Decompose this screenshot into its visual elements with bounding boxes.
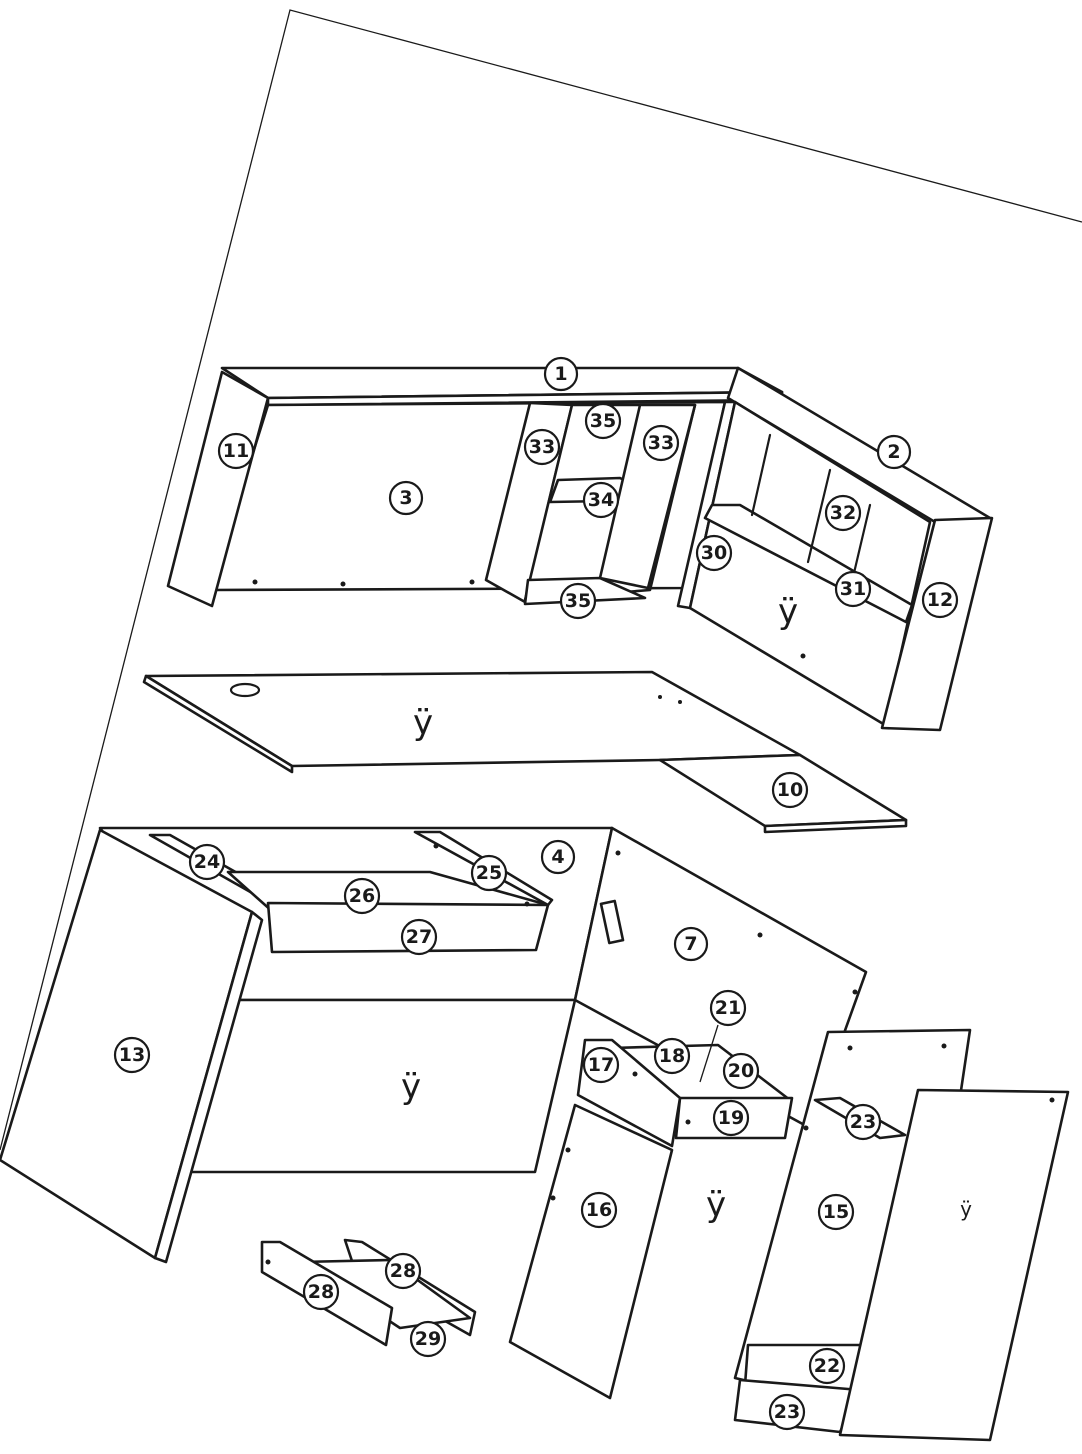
- callout-part-24: 24: [188, 843, 226, 881]
- callout-part-4: 4: [540, 839, 576, 875]
- desktop-return-edge: [763, 818, 908, 834]
- cabinet-outer-panel: [838, 1088, 1070, 1442]
- cable-grommet-hole: [229, 682, 261, 698]
- desktop-main-edge: [142, 674, 294, 774]
- svg-text:33: 33: [648, 432, 674, 454]
- svg-text:28: 28: [308, 1281, 334, 1303]
- glyph-desktop: ÿ: [413, 703, 433, 743]
- svg-text:3: 3: [399, 487, 412, 509]
- callout-part-23-top: 23: [844, 1103, 882, 1141]
- callout-part-28-front: 28: [302, 1273, 340, 1311]
- callout-part-3: 3: [388, 480, 424, 516]
- drawer-bottom-21-leader: [699, 1024, 719, 1083]
- svg-text:20: 20: [728, 1060, 754, 1082]
- callout-part-7: 7: [673, 926, 709, 962]
- svg-text:35: 35: [590, 410, 616, 432]
- callout-part-2: 2: [876, 434, 912, 470]
- callout-part-31: 31: [834, 570, 872, 608]
- callout-part-25: 25: [470, 854, 508, 892]
- svg-text:31: 31: [840, 578, 866, 600]
- callout-part-13: 13: [113, 1036, 151, 1074]
- callout-part-21: 21: [709, 989, 747, 1027]
- svg-text:26: 26: [349, 885, 375, 907]
- svg-text:4: 4: [551, 846, 564, 868]
- paper-sheet-outline: [0, 9, 1082, 1151]
- svg-text:10: 10: [777, 779, 803, 801]
- svg-text:29: 29: [415, 1328, 441, 1350]
- svg-text:27: 27: [406, 926, 432, 948]
- callout-part-15: 15: [817, 1193, 855, 1231]
- svg-text:24: 24: [194, 851, 220, 873]
- desktop-main-panel: [144, 670, 802, 768]
- desk-base-assembly: [0, 826, 1070, 1442]
- glyph-return: ÿ: [706, 1185, 726, 1225]
- callout-part-19: 19: [712, 1099, 750, 1137]
- hutch-left-side-panel: [166, 370, 270, 608]
- callout-part-18: 18: [653, 1037, 691, 1075]
- svg-text:18: 18: [659, 1045, 685, 1067]
- svg-text:7: 7: [684, 933, 697, 955]
- svg-text:12: 12: [927, 589, 953, 611]
- corner-bracket: [599, 899, 625, 945]
- svg-text:13: 13: [119, 1044, 145, 1066]
- svg-text:32: 32: [830, 502, 856, 524]
- svg-text:15: 15: [823, 1201, 849, 1223]
- callout-part-1: 1: [543, 356, 579, 392]
- callout-part-30: 30: [695, 534, 733, 572]
- modesty-panel-lower: [188, 998, 577, 1174]
- part-callouts: 1 2 3 4 7 10 11 12 13 15 16 17 18 19 20 …: [113, 356, 959, 1431]
- svg-text:23: 23: [850, 1111, 876, 1133]
- callout-part-34: 34: [582, 481, 620, 519]
- callout-part-35-bottom: 35: [559, 582, 597, 620]
- svg-text:19: 19: [718, 1107, 744, 1129]
- desk-left-side-edge: [153, 910, 264, 1264]
- hutch-right-side-panel: [880, 516, 994, 732]
- svg-text:11: 11: [223, 440, 249, 462]
- svg-text:16: 16: [586, 1199, 612, 1221]
- callout-part-20: 20: [722, 1052, 760, 1090]
- callout-part-29: 29: [409, 1320, 447, 1358]
- svg-text:17: 17: [588, 1054, 614, 1076]
- callout-part-33-right: 33: [642, 424, 680, 462]
- svg-text:25: 25: [476, 862, 502, 884]
- svg-text:35: 35: [565, 590, 591, 612]
- glyph-hutch: ÿ: [778, 592, 798, 632]
- callout-part-23-bottom: 23: [768, 1393, 806, 1431]
- door-panel-16: [508, 1103, 674, 1400]
- svg-text:23: 23: [774, 1401, 800, 1423]
- svg-text:28: 28: [390, 1260, 416, 1282]
- glyph-cabinet: ÿ: [960, 1197, 972, 1221]
- svg-text:33: 33: [529, 436, 555, 458]
- svg-text:1: 1: [554, 363, 567, 385]
- callout-part-17: 17: [582, 1046, 620, 1084]
- callout-part-33-left: 33: [523, 428, 561, 466]
- callout-part-16: 16: [580, 1191, 618, 1229]
- svg-text:22: 22: [814, 1355, 840, 1377]
- svg-text:2: 2: [887, 441, 900, 463]
- callout-part-22: 22: [808, 1347, 846, 1385]
- callout-part-35-top: 35: [584, 402, 622, 440]
- callout-part-11: 11: [217, 432, 255, 470]
- callout-part-28-back: 28: [384, 1252, 422, 1290]
- callout-part-32: 32: [824, 494, 862, 532]
- svg-text:34: 34: [588, 489, 614, 511]
- callout-part-27: 27: [400, 918, 438, 956]
- glyph-modesty-panel: ÿ: [401, 1067, 421, 1107]
- callout-part-26: 26: [343, 877, 381, 915]
- callout-part-10: 10: [771, 771, 809, 809]
- svg-text:30: 30: [701, 542, 727, 564]
- svg-text:21: 21: [715, 997, 741, 1019]
- callout-part-12: 12: [921, 581, 959, 619]
